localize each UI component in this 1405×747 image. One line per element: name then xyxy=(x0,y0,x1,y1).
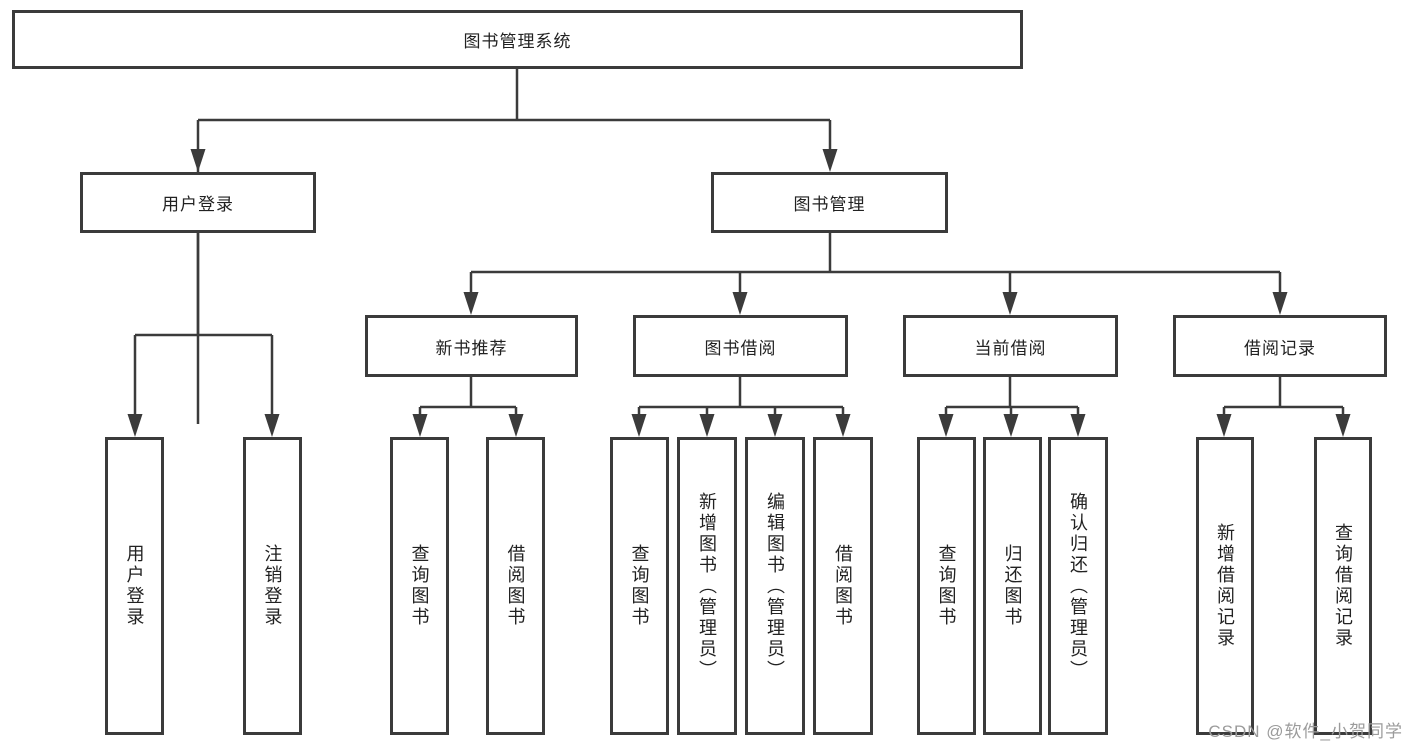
node-borrow-records-label: 借阅记录 xyxy=(1244,338,1316,358)
node-leaf-query-borrow-record: 查询借阅记录 xyxy=(1314,437,1372,735)
node-leaf-add-borrow-record-label: 新增借阅记录 xyxy=(1215,523,1235,649)
node-book-management: 图书管理 xyxy=(711,172,948,233)
node-leaf-return-book: 归还图书 xyxy=(983,437,1042,735)
node-leaf-edit-book-admin: 编辑图书（管理员） xyxy=(745,437,805,735)
node-leaf-confirm-return-admin: 确认归还（管理员） xyxy=(1048,437,1108,735)
node-leaf-return-book-label: 归还图书 xyxy=(1002,544,1023,628)
node-leaf-borrow-book-1-label: 借阅图书 xyxy=(505,544,526,628)
node-current-borrowing-label: 当前借阅 xyxy=(974,338,1047,358)
node-root-label: 图书管理系统 xyxy=(463,32,572,51)
arrowhead-icons xyxy=(127,149,1351,437)
node-leaf-query-borrow-record-label: 查询借阅记录 xyxy=(1333,523,1353,649)
node-book-borrowing: 图书借阅 xyxy=(633,315,848,377)
node-leaf-query-book-2: 查询图书 xyxy=(610,437,669,735)
node-leaf-edit-book-admin-label: 编辑图书（管理员） xyxy=(765,491,785,681)
node-leaf-query-book-1: 查询图书 xyxy=(390,437,449,735)
node-leaf-user-login-label: 用户登录 xyxy=(124,544,145,628)
node-user-login-label: 用户登录 xyxy=(162,195,234,214)
node-user-login: 用户登录 xyxy=(80,172,316,233)
node-leaf-confirm-return-admin-label: 确认归还（管理员） xyxy=(1068,491,1088,681)
node-leaf-logout-label: 注销登录 xyxy=(262,544,283,628)
node-leaf-add-book-admin: 新增图书（管理员） xyxy=(677,437,737,735)
node-book-management-label: 图书管理 xyxy=(793,195,866,214)
node-leaf-user-login: 用户登录 xyxy=(105,437,164,735)
node-leaf-query-book-2-label: 查询图书 xyxy=(629,544,650,628)
node-root: 图书管理系统 xyxy=(12,10,1023,69)
node-borrow-records: 借阅记录 xyxy=(1173,315,1387,377)
node-leaf-add-book-admin-label: 新增图书（管理员） xyxy=(697,491,717,681)
node-leaf-query-book-1-label: 查询图书 xyxy=(409,544,430,628)
tree-edges xyxy=(133,67,1345,424)
node-new-book-recommend: 新书推荐 xyxy=(365,315,578,377)
csdn-watermark: CSDN @软件_小贺同学 xyxy=(1208,722,1403,741)
node-book-borrowing-label: 图书借阅 xyxy=(704,338,777,358)
node-leaf-query-book-3-label: 查询图书 xyxy=(936,544,957,628)
node-leaf-logout: 注销登录 xyxy=(243,437,302,735)
node-leaf-borrow-book-2: 借阅图书 xyxy=(813,437,873,735)
node-current-borrowing: 当前借阅 xyxy=(903,315,1118,377)
node-leaf-add-borrow-record: 新增借阅记录 xyxy=(1196,437,1254,735)
node-leaf-borrow-book-1: 借阅图书 xyxy=(486,437,545,735)
node-leaf-borrow-book-2-label: 借阅图书 xyxy=(833,544,853,628)
node-leaf-query-book-3: 查询图书 xyxy=(917,437,976,735)
node-new-book-recommend-label: 新书推荐 xyxy=(435,338,508,358)
